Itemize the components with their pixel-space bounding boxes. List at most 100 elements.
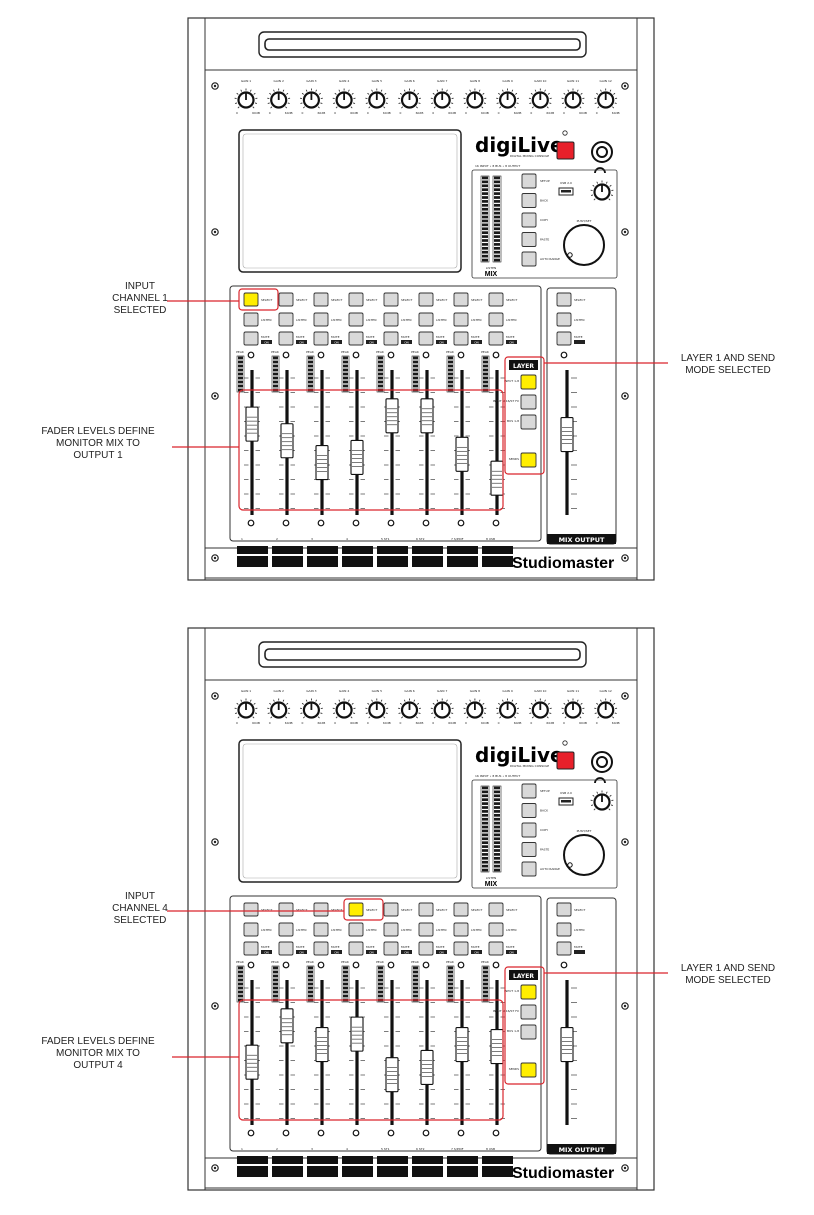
knob-tick <box>463 102 466 104</box>
knob-tick <box>516 712 519 714</box>
listen-button <box>313 922 329 937</box>
knob-tick <box>383 716 386 719</box>
meter-segment <box>482 184 488 188</box>
meter-segment <box>494 821 500 825</box>
knob-tick <box>449 92 452 95</box>
gain-scale-max: 60dB <box>481 721 489 725</box>
meter-segment <box>494 223 500 227</box>
meter-segment <box>413 368 418 372</box>
knob-tick <box>380 89 383 92</box>
knob-tick <box>567 89 570 92</box>
meter-segment <box>494 798 500 802</box>
on-label: ON <box>474 950 479 954</box>
gain-knob-scale <box>463 88 487 109</box>
meter-segment <box>238 384 243 388</box>
meter-segment <box>494 246 500 250</box>
level-meter <box>236 355 245 393</box>
meter-segment <box>413 982 418 986</box>
meter-segment <box>483 364 488 368</box>
knob-tick <box>451 102 454 104</box>
layer-button <box>520 374 537 390</box>
fader-cap <box>420 1049 434 1085</box>
gain-label: GAIN 2 <box>274 689 284 693</box>
meter-segment <box>448 380 453 384</box>
gain-label: GAIN 6 <box>404 689 414 693</box>
knob-tick <box>315 699 317 702</box>
knob-tick <box>237 106 240 109</box>
select-button <box>278 292 294 307</box>
meter-segment <box>482 790 488 794</box>
meter-segment <box>343 356 348 360</box>
brand-name: Studiomaster <box>512 1165 614 1182</box>
select-label: SELECT <box>331 908 342 912</box>
meter-segment <box>343 372 348 376</box>
knob-tick <box>240 89 243 92</box>
mute-button <box>243 941 259 956</box>
level-meter <box>446 355 455 393</box>
knob-tick <box>531 716 534 719</box>
channel-section <box>229 895 542 1152</box>
knob-tick <box>590 194 594 196</box>
meter-segment <box>482 192 488 195</box>
knob-tick <box>534 89 537 92</box>
knob-tick <box>237 716 240 719</box>
knob-tick <box>236 702 239 705</box>
meter-segment <box>343 384 348 388</box>
select-button <box>313 902 329 917</box>
mute-button <box>348 941 364 956</box>
meter-frame <box>480 785 490 873</box>
select-button <box>453 902 469 917</box>
gain-label: GAIN 3 <box>306 79 316 83</box>
knob-tick <box>502 89 504 92</box>
knob-tick <box>483 102 486 104</box>
mute-label: MUTE <box>436 335 445 339</box>
select-label: SELECT <box>331 298 342 302</box>
meter-segment <box>482 243 488 246</box>
meter-segment <box>482 864 488 868</box>
select-button <box>488 902 504 917</box>
meter-frame <box>492 785 502 873</box>
peak-label: PEAK <box>341 960 350 964</box>
channel-led <box>422 351 430 359</box>
meter-segment <box>494 203 500 207</box>
knob-tick <box>499 716 502 719</box>
gain-knob-scale <box>234 698 258 719</box>
gain-scale-max: 60dB <box>448 111 456 115</box>
meter-segment <box>494 227 500 231</box>
layer-button-label: INPUT 1-8 <box>504 989 519 993</box>
input-callout-text: SELECTED <box>114 305 167 316</box>
control-section <box>471 169 618 279</box>
knob-tick <box>481 716 484 719</box>
master-mute-on <box>574 950 585 954</box>
knob-tick <box>581 712 585 714</box>
gain-label: GAIN 9 <box>502 689 512 693</box>
channel-led <box>492 519 500 527</box>
knob-tick <box>350 716 353 719</box>
brand-name: Studiomaster <box>512 555 614 572</box>
meter-segment <box>482 837 488 841</box>
knob-tick <box>413 89 416 92</box>
knob-tick <box>596 181 599 184</box>
meter-segment <box>308 364 313 368</box>
knob-tick <box>511 89 514 92</box>
meter-segment <box>273 384 278 388</box>
meter-segment <box>448 376 453 380</box>
master-led <box>560 351 568 359</box>
knob-tick <box>596 702 599 705</box>
knob-tick <box>546 106 549 109</box>
gain-knob-scale <box>496 698 520 719</box>
knob-tick <box>549 712 552 714</box>
mute-label: MUTE <box>574 945 583 949</box>
meter-segment <box>378 986 383 990</box>
channel-led <box>492 961 500 969</box>
meter-segment <box>448 966 453 970</box>
knob-tick <box>254 102 258 104</box>
scribble-strip-lower <box>237 1166 268 1177</box>
knob-tick <box>483 712 486 714</box>
scribble-strip <box>272 546 303 554</box>
meter-segment <box>413 990 418 994</box>
screw-center <box>213 394 217 398</box>
select-label: SELECT <box>366 908 377 912</box>
